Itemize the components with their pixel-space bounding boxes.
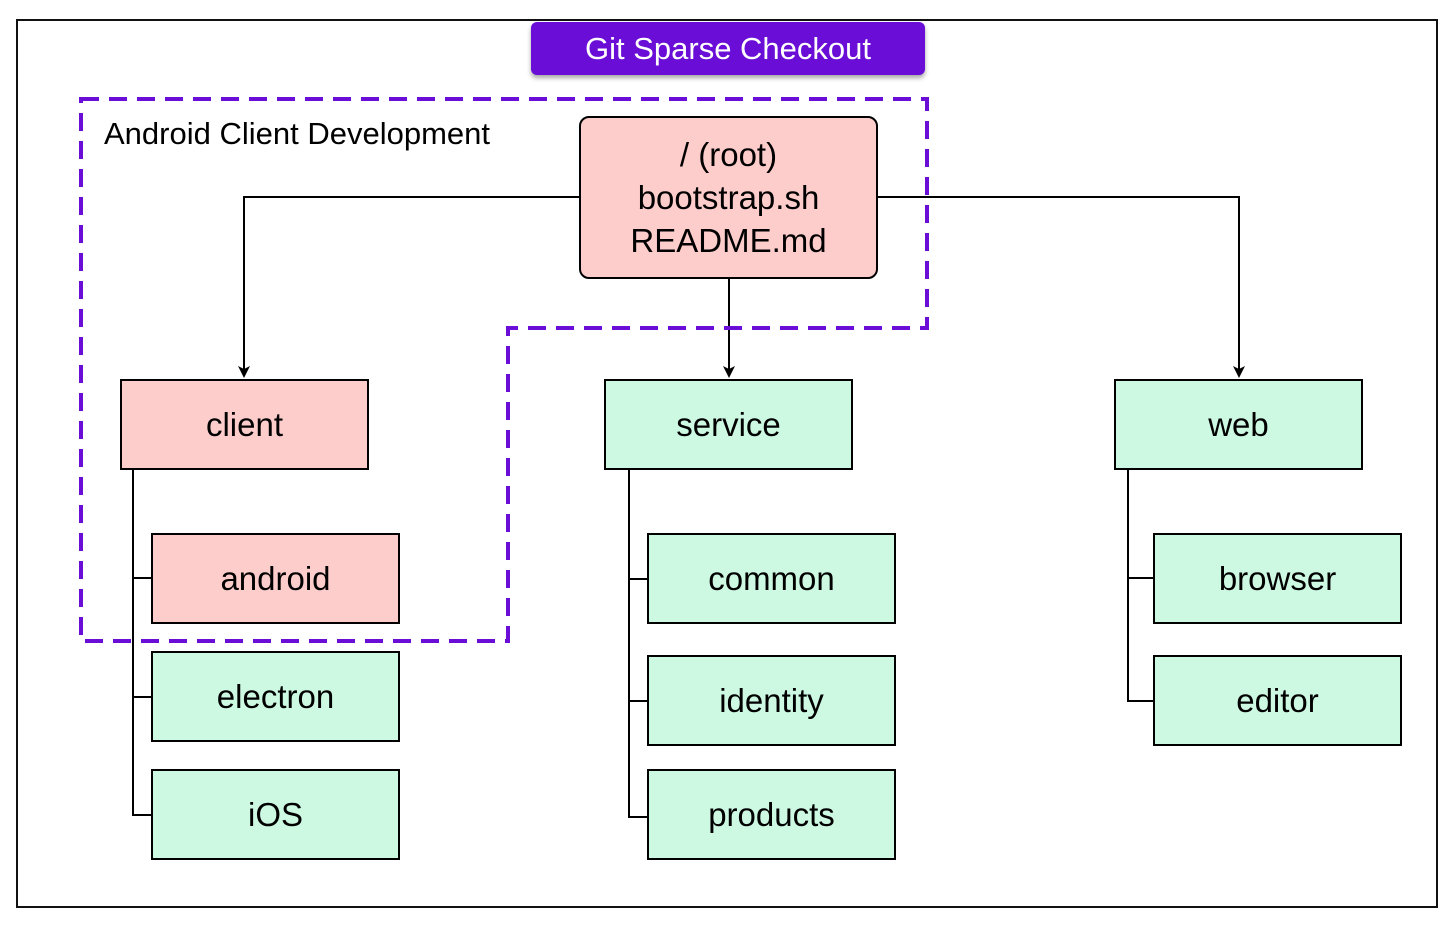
region-label: Android Client Development — [104, 116, 490, 151]
tree-line-service — [628, 469, 648, 818]
sparse-checkout-region — [79, 97, 929, 643]
folder-service: service — [604, 379, 853, 470]
folder-web: web — [1114, 379, 1363, 470]
root-line-bootstrap: bootstrap.sh — [637, 179, 820, 216]
folder-ios: iOS — [151, 769, 400, 860]
folder-common: common — [647, 533, 896, 624]
folder-products: products — [647, 769, 896, 860]
folder-browser: browser — [1153, 533, 1402, 624]
diagram-title: Git Sparse Checkout — [531, 22, 925, 75]
tree-line-web — [1127, 469, 1154, 702]
root-folder-box: / (root) bootstrap.sh README.md — [579, 116, 878, 279]
folder-electron: electron — [151, 651, 400, 742]
tree-line-client — [132, 469, 152, 816]
arrow-root-to-client — [238, 196, 579, 378]
folder-android: android — [151, 533, 400, 624]
folder-client: client — [120, 379, 369, 470]
root-line-readme: README.md — [630, 222, 827, 259]
folder-identity: identity — [647, 655, 896, 746]
folder-editor: editor — [1153, 655, 1402, 746]
diagram-frame — [16, 19, 1438, 908]
arrow-root-to-web — [878, 196, 1245, 378]
root-line-root: / (root) — [679, 136, 778, 173]
